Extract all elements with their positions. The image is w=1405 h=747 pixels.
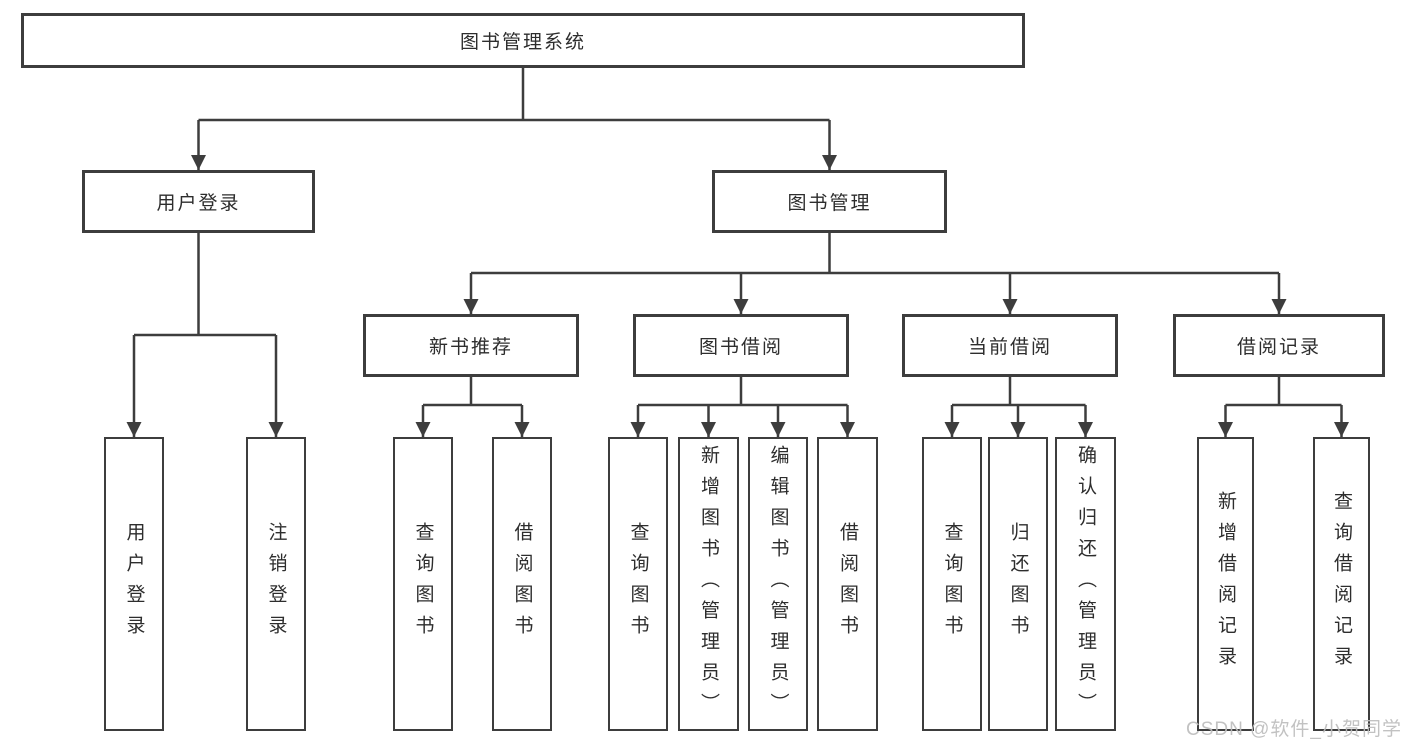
leaf-query-borrowing-record: 查询借阅记录: [1313, 437, 1370, 731]
leaf-add-borrowing-record: 新增借阅记录: [1197, 437, 1254, 731]
node-book-borrowing: 图书借阅: [633, 314, 849, 377]
branch-root: [191, 68, 837, 170]
leaf-return-books: 归还图书: [988, 437, 1048, 731]
leaf-user-login: 用户登录: [104, 437, 164, 731]
leaf-query-books-borrow: 查询图书: [608, 437, 668, 731]
branch-book-borrowing: [630, 377, 855, 437]
node-new-book-recommendation: 新书推荐: [363, 314, 579, 377]
leaf-logout: 注销登录: [246, 437, 306, 731]
branch-current-borrowing: [944, 377, 1093, 437]
branch-borrowing-records: [1218, 377, 1349, 437]
node-book-management: 图书管理: [712, 170, 947, 233]
branch-book-management: [463, 233, 1287, 314]
node-user-login: 用户登录: [82, 170, 315, 233]
node-library-management-system: 图书管理系统: [21, 13, 1025, 68]
watermark: CSDN @软件_小贺同学: [1186, 719, 1402, 740]
leaf-edit-books-admin: 编辑图书（管理员）: [748, 437, 808, 731]
branch-new-books: [415, 377, 530, 437]
leaf-borrow-books-recommend: 借阅图书: [492, 437, 552, 731]
node-current-borrowing: 当前借阅: [902, 314, 1118, 377]
branch-user-login: [126, 233, 284, 437]
leaf-confirm-return-admin: 确认归还（管理员）: [1055, 437, 1116, 731]
node-borrowing-records: 借阅记录: [1173, 314, 1385, 377]
leaf-query-books-recommend: 查询图书: [393, 437, 453, 731]
leaf-query-books-current: 查询图书: [922, 437, 982, 731]
leaf-add-books-admin: 新增图书（管理员）: [678, 437, 739, 731]
leaf-borrow-books: 借阅图书: [817, 437, 878, 731]
